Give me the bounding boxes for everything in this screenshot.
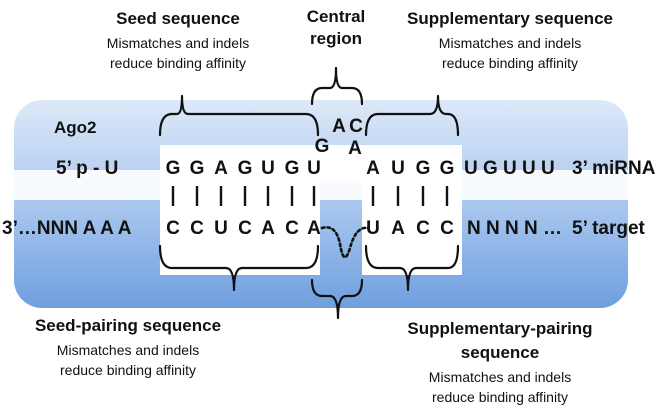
mirna-seed-nt: G — [166, 158, 181, 179]
mirna-seed-nt: G — [285, 158, 300, 179]
supplementary-pairing-brace-bottom — [364, 244, 460, 292]
mirna-prefix: 5’ p - U — [56, 158, 118, 179]
seed-pairing-title: Seed-pairing sequence — [35, 316, 221, 335]
supplementary-pairing-note-2: reduce binding affinity — [432, 389, 568, 405]
central-brace-top — [310, 66, 364, 106]
mirna-supp-nt: U — [391, 158, 405, 179]
target-central-loop — [320, 226, 370, 259]
mirna-bulge-nt: G — [315, 136, 330, 157]
target-supp-nt: U — [366, 218, 380, 239]
mirna-end-label: 3’ miRNA — [572, 158, 656, 179]
target-supp-nt: C — [440, 218, 454, 239]
supplementary-pairing-title-1: Supplementary-pairing — [407, 319, 592, 338]
central-brace-bottom — [310, 278, 364, 320]
target-seed-nt: C — [285, 218, 299, 239]
supp-region-box — [362, 145, 462, 275]
mirna-tail: U G U U U — [464, 158, 555, 179]
ago2-label: Ago2 — [54, 118, 97, 137]
mirna-bulge-nt: A — [348, 138, 362, 159]
supplementary-pairing-title-2: sequence — [461, 343, 539, 362]
supplementary-base-pairs — [371, 186, 449, 206]
mirna-seed-letters: G G A G U G U — [166, 158, 321, 179]
seed-sequence-note-1: Mismatches and indels — [107, 35, 249, 51]
mirna-seed-nt: U — [307, 158, 321, 179]
mirna-seed-nt: G — [190, 158, 205, 179]
mirna-supplementary-letters: A U G G — [366, 158, 454, 179]
target-seed-nt: C — [238, 218, 252, 239]
target-end-label: 5’ target — [572, 218, 646, 239]
central-region-box — [320, 145, 362, 181]
mirna-seed-nt: A — [214, 158, 228, 179]
target-supp-nt: C — [416, 218, 430, 239]
target-tail: N N N N … — [467, 218, 562, 239]
target-seed-nt: A — [261, 218, 275, 239]
seed-pairing-note-2: reduce binding affinity — [60, 362, 196, 378]
mirna-bulge-nt: C — [349, 116, 363, 137]
target-prefix: 3’…NNN A A A — [2, 218, 132, 239]
target-seed-nt: U — [214, 218, 228, 239]
seed-base-pairs — [171, 186, 316, 206]
target-seed-pairing-letters: C C U C A C A — [166, 218, 321, 239]
mirna-seed-nt: U — [261, 158, 275, 179]
mirna-supp-nt: G — [416, 158, 431, 179]
supplementary-sequence-title: Supplementary sequence — [407, 9, 613, 28]
central-region-title-2: region — [310, 29, 362, 48]
supplementary-pairing-note-1: Mismatches and indels — [429, 369, 571, 385]
target-seed-nt: C — [190, 218, 204, 239]
seed-pairing-note-1: Mismatches and indels — [57, 342, 199, 358]
supplementary-sequence-note-1: Mismatches and indels — [439, 35, 581, 51]
mirna-seed-nt: G — [238, 158, 253, 179]
ago2-protein-shape — [14, 100, 628, 308]
target-supplementary-pairing-letters: U A C C — [366, 218, 454, 239]
target-supp-nt: A — [391, 218, 405, 239]
supplementary-brace-top — [364, 94, 460, 137]
seed-brace-top — [158, 94, 320, 137]
mirna-supp-nt: A — [366, 158, 380, 179]
seed-pairing-brace-bottom — [158, 244, 320, 292]
mirna-supp-nt: G — [440, 158, 455, 179]
supplementary-sequence-note-2: reduce binding affinity — [442, 55, 578, 71]
mirna-bulge-nt: A — [332, 116, 346, 137]
seed-sequence-note-2: reduce binding affinity — [110, 55, 246, 71]
target-seed-nt: A — [307, 218, 321, 239]
seed-region-box — [160, 145, 320, 275]
seed-sequence-title: Seed sequence — [116, 9, 240, 28]
central-region-title-1: Central — [307, 7, 366, 26]
target-seed-nt: C — [166, 218, 180, 239]
